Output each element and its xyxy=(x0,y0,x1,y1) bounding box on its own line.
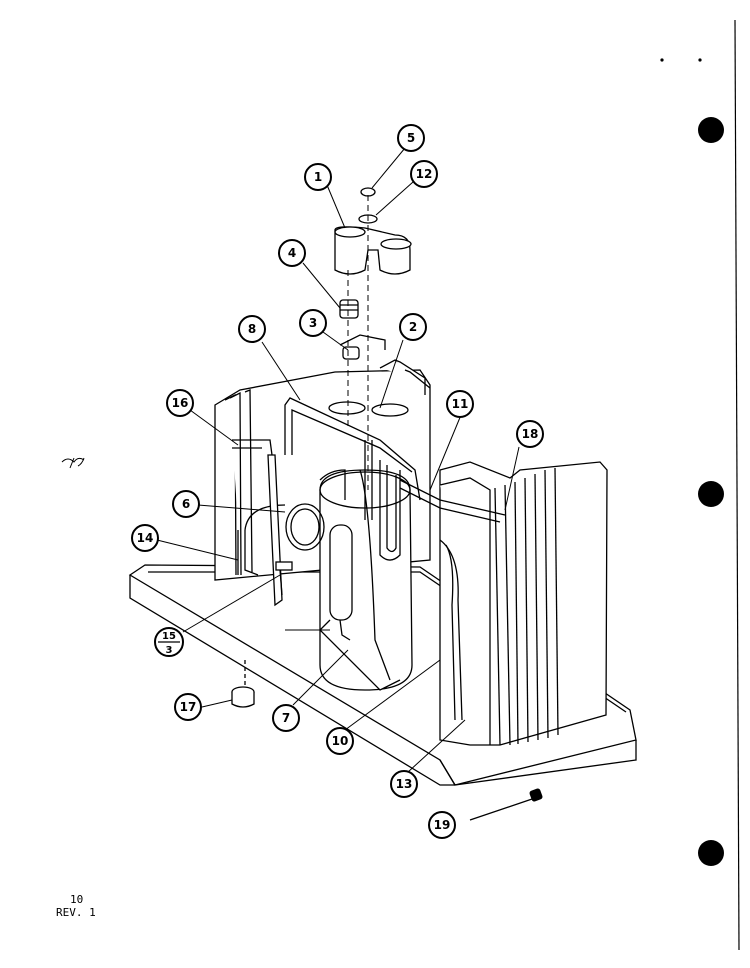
callout-label-top: 15 xyxy=(162,631,176,642)
callout-13: 13 xyxy=(390,770,418,798)
callout-label: 7 xyxy=(282,711,290,725)
revision-label: REV. 1 xyxy=(56,906,96,919)
callout-11: 11 xyxy=(446,390,474,418)
callout-label: 10 xyxy=(332,734,349,748)
callout-label: 17 xyxy=(180,700,197,714)
condenser-coil-right xyxy=(439,461,608,746)
callout-12: 12 xyxy=(410,160,438,188)
callout-6: 6 xyxy=(172,490,200,518)
leader-lines xyxy=(156,147,520,773)
callout-label: 11 xyxy=(452,397,469,411)
callout-label: 13 xyxy=(396,777,413,791)
callout-label: 18 xyxy=(522,427,539,441)
callout-label: 14 xyxy=(137,531,154,545)
callout-label: 5 xyxy=(407,131,415,145)
callout-label: 8 xyxy=(248,322,256,336)
binder-holes xyxy=(660,58,724,866)
callout-label: 19 xyxy=(434,818,451,832)
callout-18: 18 xyxy=(516,420,544,448)
wiring-loop xyxy=(244,503,325,551)
accumulator xyxy=(329,524,353,641)
callout-10: 10 xyxy=(326,727,354,755)
callout-4: 4 xyxy=(278,239,306,267)
callout-7: 7 xyxy=(272,704,300,732)
callout-label: 3 xyxy=(309,316,317,330)
callout-5: 5 xyxy=(397,124,425,152)
callout-2: 2 xyxy=(399,313,427,341)
callout-label: 16 xyxy=(172,396,189,410)
grommet-ring xyxy=(328,401,409,417)
callout-label: 2 xyxy=(409,320,417,334)
callout-15-3: 15 3 xyxy=(154,627,184,657)
capacitor-bracket xyxy=(339,334,386,360)
callout-label: 6 xyxy=(182,497,190,511)
page-edge-line xyxy=(734,19,740,951)
callout-16: 16 xyxy=(166,389,194,417)
page-footer: 10 REV. 1 xyxy=(56,893,96,919)
callout-19: 19 xyxy=(428,811,456,839)
callout-17: 17 xyxy=(174,693,202,721)
callout-label: 4 xyxy=(288,246,296,260)
callout-label: 12 xyxy=(416,167,433,181)
control-bracket xyxy=(267,454,293,607)
callout-label-bottom: 3 xyxy=(166,645,173,656)
callout-1: 1 xyxy=(304,163,332,191)
callout-8: 8 xyxy=(238,315,266,343)
callout-3: 3 xyxy=(299,309,327,337)
page-number: 10 xyxy=(70,893,84,906)
refrigerant-tubing xyxy=(232,397,506,721)
scribble-mark xyxy=(61,457,85,469)
compressor-grommet xyxy=(231,660,255,708)
screw xyxy=(469,788,543,821)
capacitor-spring xyxy=(339,299,359,319)
callout-14: 14 xyxy=(131,524,159,552)
capacitor xyxy=(334,226,412,275)
callout-label: 1 xyxy=(314,170,322,184)
